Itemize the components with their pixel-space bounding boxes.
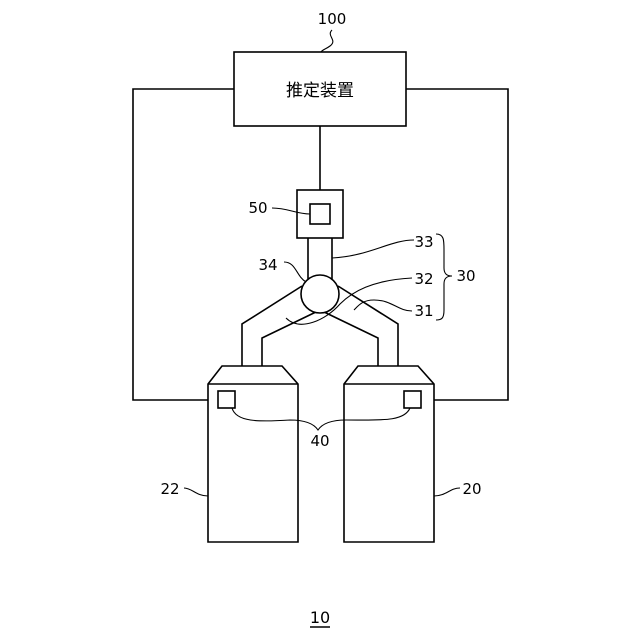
estimation-device-label: 推定装置 xyxy=(286,81,354,101)
ref-20: 20 xyxy=(462,480,481,498)
brace-30 xyxy=(436,234,452,320)
sensor-right xyxy=(404,391,421,408)
ref-100: 100 xyxy=(318,10,347,28)
leader-34 xyxy=(284,262,306,282)
sensor-left xyxy=(218,391,235,408)
figure-ref-10: 10 xyxy=(310,608,330,627)
tank-right xyxy=(344,366,434,542)
wire-left xyxy=(133,89,234,400)
pipe-33 xyxy=(308,238,332,279)
leader-33 xyxy=(332,240,414,258)
ref-40: 40 xyxy=(310,432,329,450)
ref-30: 30 xyxy=(456,267,475,285)
estimation-device: 推定装置 xyxy=(234,52,406,126)
tank-left xyxy=(208,366,298,542)
leader-20 xyxy=(434,488,460,496)
leader-22 xyxy=(184,488,208,496)
ref-31: 31 xyxy=(414,302,433,320)
ref-22: 22 xyxy=(160,480,179,498)
leader-100 xyxy=(321,30,333,52)
joint-34 xyxy=(301,275,339,313)
ref-50: 50 xyxy=(248,199,267,217)
ref-33: 33 xyxy=(414,233,433,251)
ref-34: 34 xyxy=(258,256,277,274)
ref-32: 32 xyxy=(414,270,433,288)
